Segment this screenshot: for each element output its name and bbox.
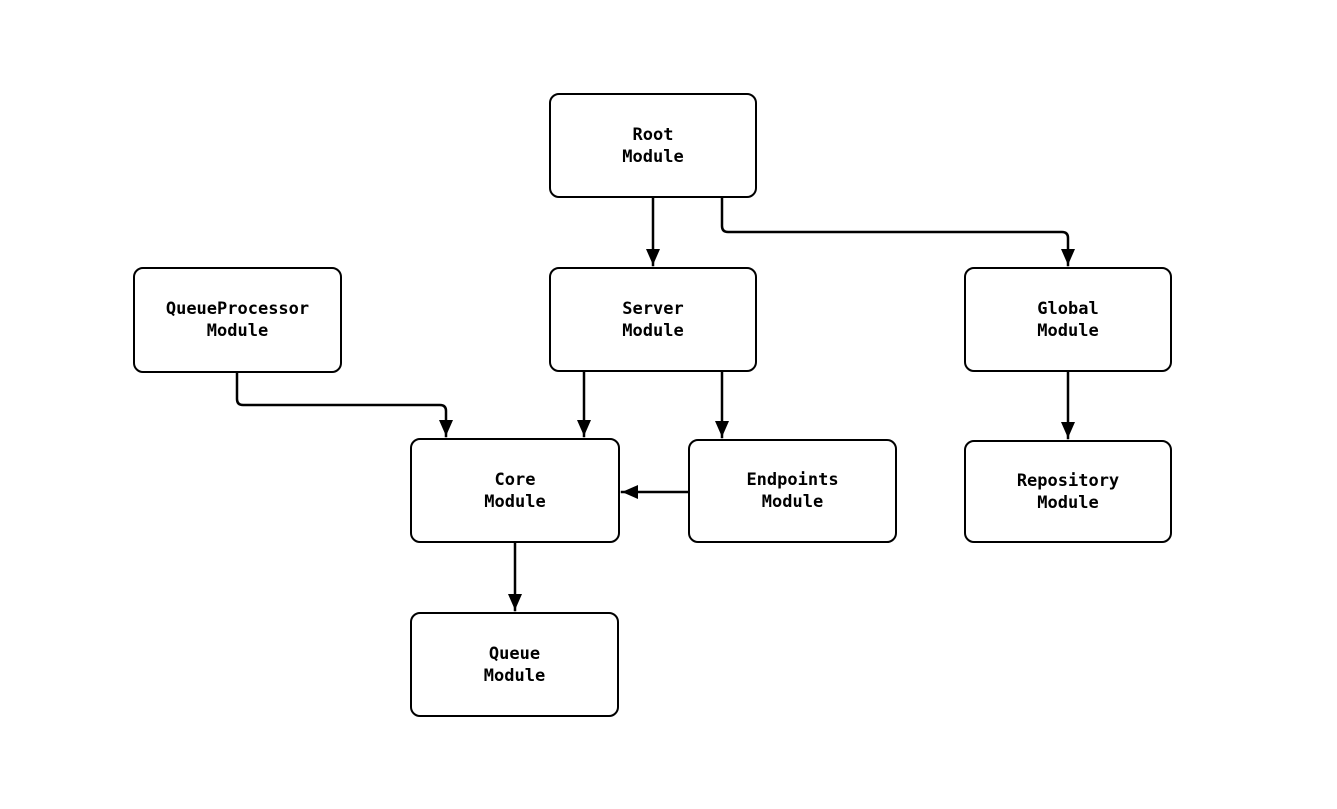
edge-root-to-global	[720, 196, 1075, 267]
node-core-module-label: Core Module	[484, 469, 546, 512]
node-server-module: Server Module	[549, 267, 757, 372]
node-global-module-label: Global Module	[1037, 298, 1099, 341]
node-endpoints-module-label: Endpoints Module	[746, 470, 839, 512]
node-repository-module: Repository Module	[964, 440, 1172, 543]
node-server-module-label: Server Module	[622, 298, 684, 341]
node-queue-module-label: Queue Module	[483, 643, 546, 686]
node-root-module-label: Root Module	[622, 124, 684, 167]
node-root-module: Root Module	[549, 93, 757, 198]
node-repository-module-label: Repository Module	[1016, 470, 1120, 513]
node-endpoints-module: Endpoints Module	[688, 439, 897, 543]
node-queueprocessor-module: QueueProcessor Module	[133, 267, 342, 373]
edge-queueprocessor-to-core	[235, 370, 453, 438]
node-global-module: Global Module	[964, 267, 1172, 372]
node-queueprocessor-module-label: QueueProcessor Module	[165, 299, 310, 341]
node-queue-module: Queue Module	[410, 612, 619, 717]
node-core-module: Core Module	[410, 438, 620, 543]
